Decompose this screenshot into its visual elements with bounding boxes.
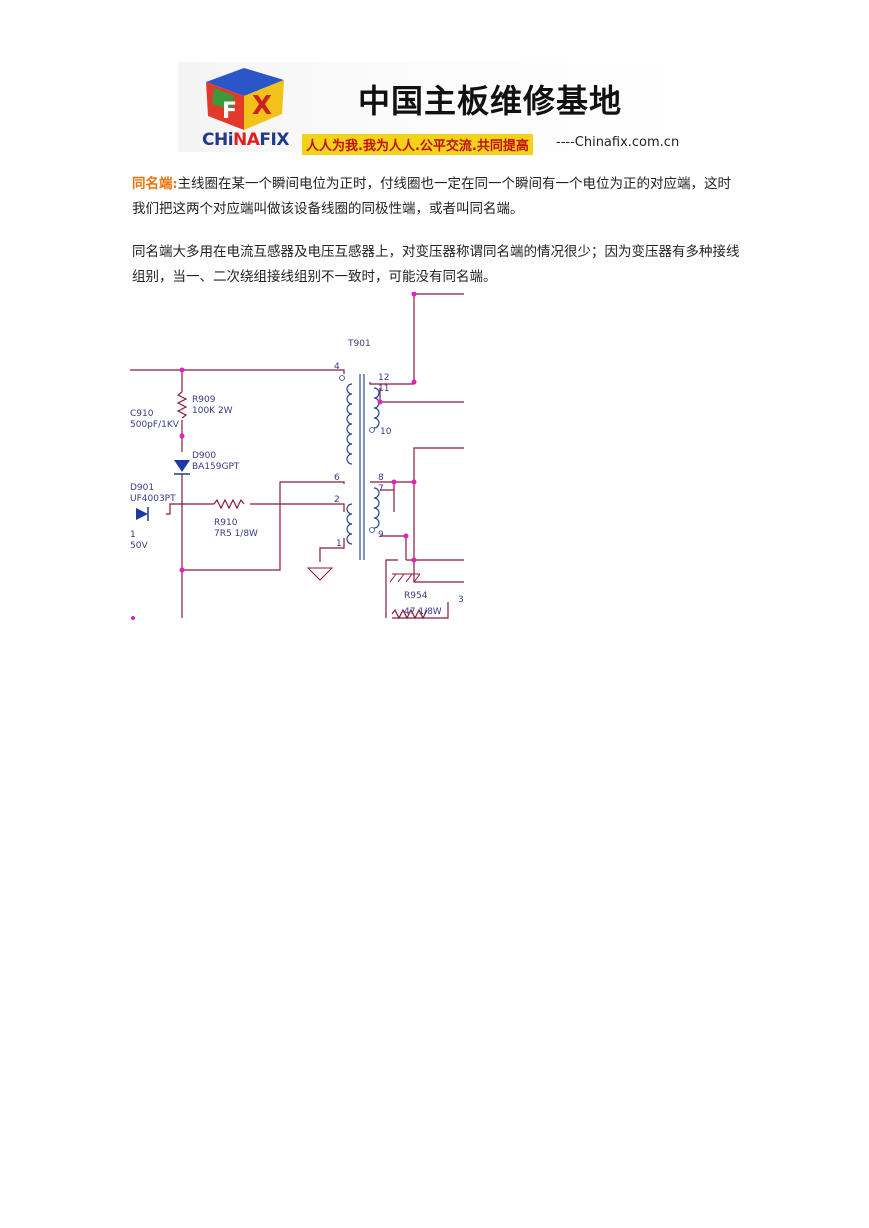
- components: [176, 391, 428, 620]
- c910-label: C910: [130, 409, 154, 419]
- d900-diode-icon: [174, 460, 190, 472]
- slogan: 人人为我.我为人人.公平交流.共同提高: [302, 134, 533, 155]
- c910-value: 500pF/1KV: [130, 420, 180, 430]
- ground-symbol-icon: [306, 567, 334, 581]
- svg-text:X: X: [252, 91, 272, 121]
- site-url: ----Chinafix.com.cn: [556, 135, 680, 150]
- r909-label: R909: [192, 395, 216, 405]
- definition-text: 主线圈在某一个瞬间电位为正时，付线圈也一定在同一个瞬间有一个电位为正的对应端，这…: [132, 176, 731, 217]
- svg-text:F: F: [222, 99, 237, 124]
- brand-logo-text: CHiNAFIX: [202, 130, 289, 150]
- d901-label: D901: [130, 483, 154, 493]
- explanation-paragraph: 同名端大多用在电流互感器及电压互感器上，对变压器称谓同名端的情况很少；因为变压器…: [132, 240, 742, 290]
- chassis-ground-icon: [389, 573, 421, 583]
- d901-part: UF4003PT: [130, 494, 176, 504]
- r910-value: 7R5 1/8W: [214, 529, 258, 539]
- chinafix-cube-logo-icon: F X: [206, 68, 284, 130]
- d900-part: BA159GPT: [192, 462, 240, 472]
- r954-value: 47 1/8W: [404, 607, 442, 617]
- r954-extra: 3: [458, 595, 464, 605]
- pin-2: 2: [334, 495, 340, 505]
- definition-term: 同名端:: [132, 176, 178, 192]
- d901-note-1: 1: [130, 530, 136, 540]
- header-banner: F X CHiNAFIX 中国主板维修基地 人人为我.我为人人.公平交流.共同提…: [178, 62, 690, 155]
- definition-paragraph: 同名端:主线圈在某一个瞬间电位为正时，付线圈也一定在同一个瞬间有一个电位为正的对…: [132, 172, 742, 222]
- pin-11: 11: [378, 384, 389, 394]
- explanation-text: 同名端大多用在电流互感器及电压互感器上，对变压器称谓同名端的情况很少；因为变压器…: [132, 244, 740, 285]
- pin-10: 10: [380, 427, 392, 437]
- transformer-schematic: T901 R909 100K 2W C910 500pF/1KV D900 BA…: [130, 292, 464, 620]
- pin-4: 4: [334, 362, 340, 372]
- r910-resistor: [213, 498, 245, 510]
- d901-note-2: 50V: [130, 541, 148, 551]
- r909-value: 100K 2W: [192, 406, 233, 416]
- r910-label: R910: [214, 518, 238, 528]
- r954-resistor: [391, 608, 428, 620]
- pin-8: 8: [378, 473, 384, 483]
- r954-label: R954: [404, 591, 428, 601]
- r909-resistor: [176, 391, 188, 419]
- pin-12: 12: [378, 373, 389, 383]
- transformer-coils: [346, 374, 380, 560]
- d901-diode-icon: [136, 508, 148, 520]
- pin-1: 1: [336, 539, 342, 549]
- schematic-wires: [130, 293, 464, 619]
- transformer-label: T901: [347, 339, 371, 349]
- d900-label: D900: [192, 451, 216, 461]
- pin-6: 6: [334, 473, 340, 483]
- pin-9: 9: [378, 530, 384, 540]
- site-title: 中国主板维修基地: [358, 82, 623, 120]
- junction-nodes: [131, 292, 417, 620]
- pin-7: 7: [378, 484, 384, 494]
